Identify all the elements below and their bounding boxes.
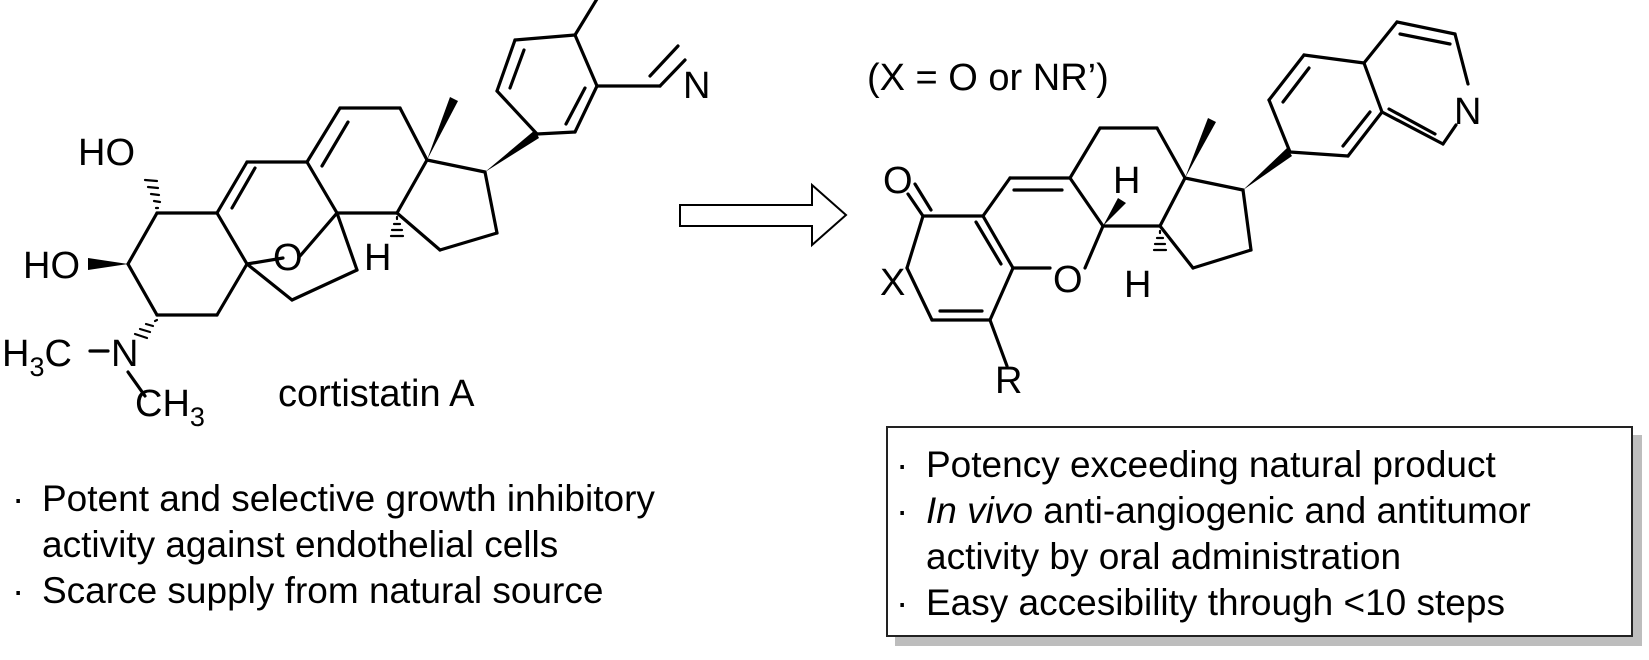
ring-oxygen-label: O <box>1053 259 1083 301</box>
left-bullet-text: Potent and selective growth inhibitory <box>42 478 655 519</box>
left-bullet-continuation: activity against endothelial cells <box>42 524 559 565</box>
h-top-label: H <box>1113 160 1140 202</box>
right-bullet-text: Potency exceeding natural product <box>926 444 1496 485</box>
in-vivo-italic: In vivo <box>926 490 1033 531</box>
cortistatin-a-structure <box>88 0 687 398</box>
left-bullet-text: Scarce supply from natural source <box>42 570 604 611</box>
right-bullet-text: anti-angiogenic and antitumor <box>1032 490 1531 531</box>
retrosynthesis-arrow <box>679 182 848 248</box>
r-substituent-label: R <box>995 360 1022 402</box>
ho-top-label: HO <box>78 132 135 174</box>
h-bottom-label: H <box>1124 264 1151 306</box>
isoquinoline-nitrogen-left-label: N <box>683 65 710 107</box>
ho-bottom-label: HO <box>23 245 80 287</box>
isoquinoline-nitrogen-right-label: N <box>1454 91 1481 133</box>
left-bullet-list: ·Potent and selective growth inhibitory … <box>12 476 655 614</box>
c14-hydrogen-label: H <box>364 237 391 279</box>
x-label: X <box>880 262 905 304</box>
analog-structure <box>905 20 1470 368</box>
carbonyl-oxygen-label: O <box>883 160 913 202</box>
right-bullet-item: ·Potency exceeding natural product <box>896 444 1496 485</box>
methyl-bottom-label: CH3 <box>135 383 205 432</box>
left-bullet-item: ·Potent and selective growth inhibitory <box>12 478 655 519</box>
amine-nitrogen-label: N <box>111 333 138 375</box>
right-bullet-list: ·Potency exceeding natural product ·In v… <box>896 442 1531 626</box>
left-bullet-item: ·Scarce supply from natural source <box>12 570 604 611</box>
methyl-left-label: H3C <box>2 333 72 382</box>
right-bullet-item: ·In vivo anti-angiogenic and antitumor <box>896 490 1531 531</box>
substituent-note: (X = O or NR’) <box>867 57 1109 99</box>
right-bullet-continuation: activity by oral administration <box>926 536 1402 577</box>
bridge-oxygen-label: O <box>273 237 303 279</box>
right-bullet-item: ·Easy accesibility through <10 steps <box>896 582 1505 623</box>
right-bullet-text: Easy accesibility through <10 steps <box>926 582 1505 623</box>
benefit-box <box>886 426 1633 637</box>
cortistatin-a-caption: cortistatin A <box>278 373 475 415</box>
